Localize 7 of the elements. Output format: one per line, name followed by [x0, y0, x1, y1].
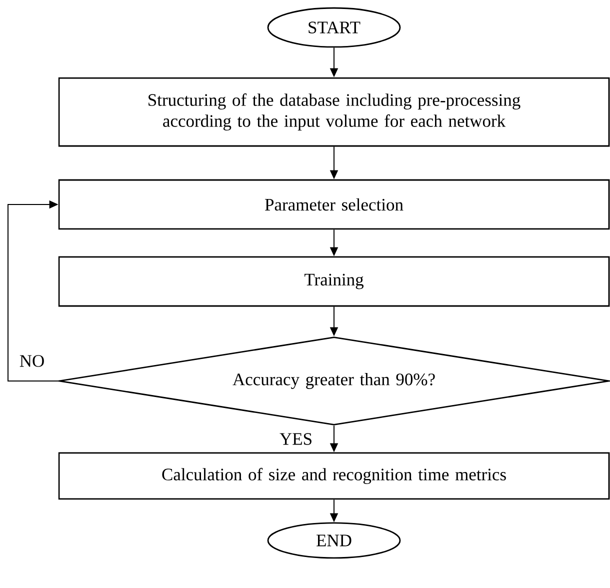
process-box: Training: [58, 256, 610, 307]
process-box: Structuring of the database including pre-processing according to the input volume for each network: [58, 77, 610, 147]
edge-label: NO: [18, 354, 46, 368]
process-box: Parameter selection: [58, 179, 610, 230]
edge-label: YES: [278, 432, 314, 446]
process-box: Calculation of size and recognition time metrics: [58, 452, 610, 500]
arrow: [8, 200, 59, 382]
